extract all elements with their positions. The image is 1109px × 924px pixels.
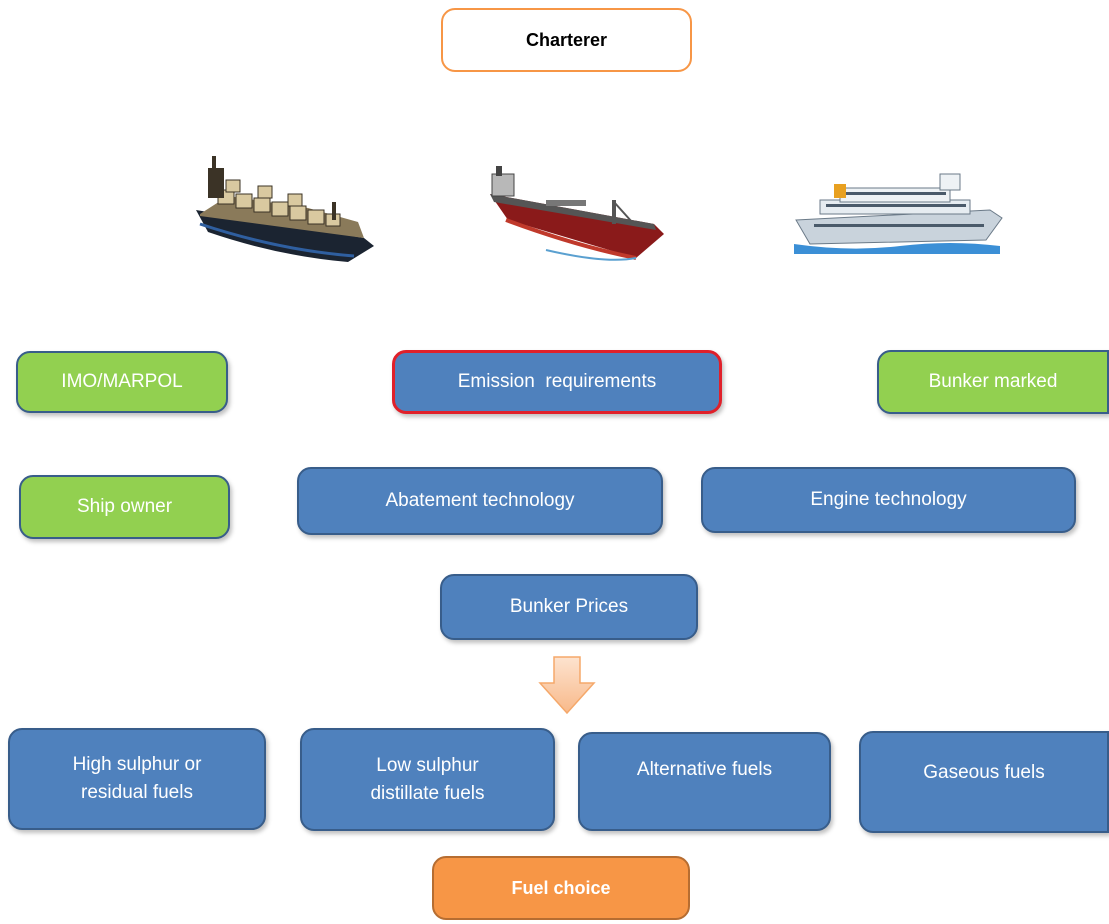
gaseous-fuels-box: Gaseous fuels	[859, 731, 1109, 833]
engine-technology-box: Engine technology	[701, 467, 1076, 533]
charterer-label: Charterer	[525, 29, 608, 50]
imo-marpol-box: IMO/MARPOL	[16, 351, 228, 413]
abatement-technology-box: Abatement technology	[297, 467, 663, 535]
bunker-prices-label: Bunker Prices	[509, 596, 629, 618]
bunker-marked-box: Bunker marked	[877, 350, 1109, 414]
bunker-marked-label: Bunker marked	[928, 371, 1058, 393]
emission-requirements-box: Emission requirements	[392, 350, 722, 414]
low-sulphur-fuels-label: Low sulphur distillate fuels	[370, 754, 485, 804]
down-arrow-icon	[538, 656, 596, 715]
engine-technology-label: Engine technology	[810, 489, 967, 511]
emission-requirements-label: Emission requirements	[457, 371, 657, 393]
container-ship-icon	[196, 156, 374, 262]
fuel-choice-box: Fuel choice	[432, 856, 690, 920]
low-sulphur-fuels-box: Low sulphur distillate fuels	[300, 728, 555, 831]
abatement-technology-label: Abatement technology	[385, 490, 575, 512]
alternative-fuels-label: Alternative fuels	[636, 759, 773, 780]
alternative-fuels-box: Alternative fuels	[578, 732, 831, 831]
tanker-ship-icon	[490, 166, 664, 261]
high-sulphur-fuels-label: High sulphur or residual fuels	[72, 754, 202, 803]
charterer-box: Charterer	[441, 8, 692, 72]
bunker-prices-box: Bunker Prices	[440, 574, 698, 640]
imo-marpol-label: IMO/MARPOL	[61, 371, 183, 393]
cruise-ship-icon	[794, 173, 1003, 254]
ship-owner-box: Ship owner	[19, 475, 230, 539]
gaseous-fuels-label: Gaseous fuels	[923, 762, 1045, 783]
fuel-choice-label: Fuel choice	[511, 877, 611, 898]
ship-owner-label: Ship owner	[76, 496, 173, 518]
high-sulphur-fuels-box: High sulphur or residual fuels	[8, 728, 266, 830]
